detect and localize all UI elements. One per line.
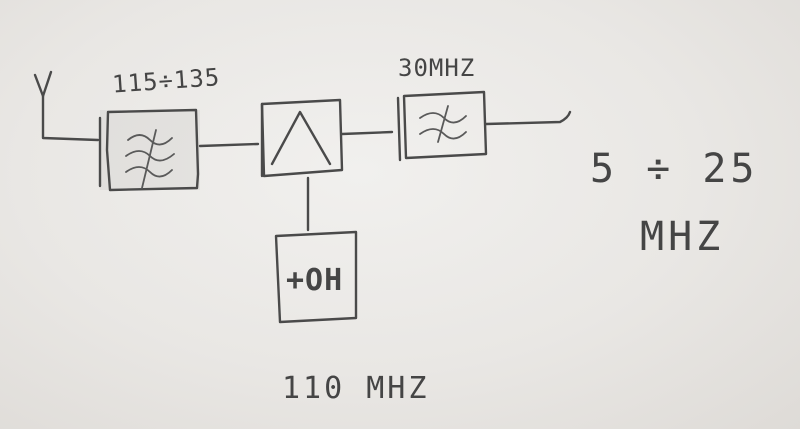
antenna-icon — [33, 70, 100, 142]
amplifier-block — [260, 98, 344, 178]
output-range-label: 5 ÷ 25 — [590, 146, 759, 192]
oscillator-block — [274, 230, 358, 324]
bandpass-frequency-label: 115÷135 — [111, 63, 221, 98]
bandpass-filter-block — [98, 108, 200, 192]
oscillator-symbol: +OH — [286, 263, 343, 298]
connector-line — [198, 142, 260, 148]
connector-line — [340, 130, 394, 136]
bandpass-filter-icon — [125, 129, 175, 189]
lowpass-filter-block — [396, 90, 488, 162]
output-line — [484, 110, 572, 126]
oscillator-frequency-label: 110 MHZ — [282, 371, 429, 406]
lowpass-frequency-label: 30MHZ — [398, 54, 475, 82]
output-unit-label: MHZ — [640, 214, 724, 260]
lowpass-filter-icon — [419, 105, 467, 143]
amplifier-triangle-icon — [270, 110, 332, 166]
